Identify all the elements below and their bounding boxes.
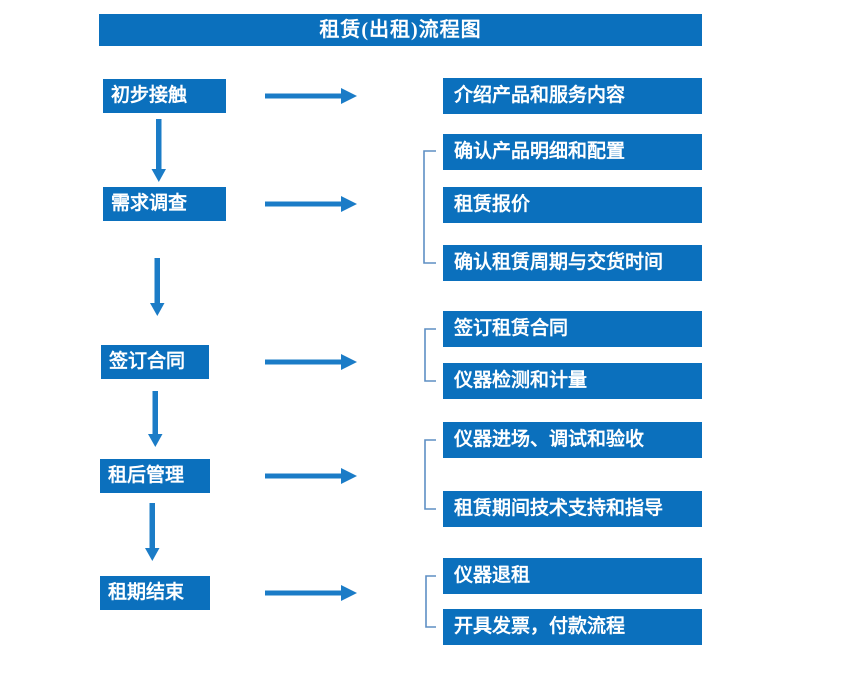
arrow-right-step1 (265, 88, 357, 104)
bracket-step3-details (424, 328, 436, 382)
arrow-down-step2-step3 (150, 258, 165, 316)
step-box-4: 租后管理 (100, 459, 210, 493)
arrow-right-step5 (265, 585, 357, 601)
arrow-right-step4 (265, 468, 357, 484)
arrow-down-step1-step2 (151, 119, 166, 182)
detail-box-4-2: 租赁期间技术支持和指导 (443, 491, 702, 527)
bracket-step5-details (425, 575, 436, 628)
detail-box-3-2: 仪器检测和计量 (443, 363, 702, 399)
detail-box-2-1: 确认产品明细和配置 (443, 134, 702, 170)
detail-box-1-1: 介绍产品和服务内容 (443, 78, 702, 114)
detail-box-4-1: 仪器进场、调试和验收 (443, 422, 702, 458)
step-box-2: 需求调查 (103, 187, 226, 221)
step-box-5: 租期结束 (100, 576, 210, 610)
detail-box-5-1: 仪器退租 (443, 558, 702, 594)
detail-box-3-1: 签订租赁合同 (443, 311, 702, 347)
bracket-step4-details (424, 439, 436, 510)
step-box-3: 签订合同 (101, 345, 209, 379)
arrow-down-step3-step4 (148, 391, 163, 447)
detail-box-5-2: 开具发票，付款流程 (443, 609, 702, 645)
detail-box-2-3: 确认租赁周期与交货时间 (443, 245, 702, 281)
arrow-down-step4-step5 (145, 503, 160, 561)
arrow-right-step3 (265, 354, 357, 370)
arrow-right-step2 (265, 196, 357, 212)
detail-box-2-2: 租赁报价 (443, 187, 702, 223)
bracket-step2-details (423, 150, 436, 264)
step-box-1: 初步接触 (103, 79, 226, 113)
flowchart-title: 租赁(出租)流程图 (99, 14, 702, 46)
